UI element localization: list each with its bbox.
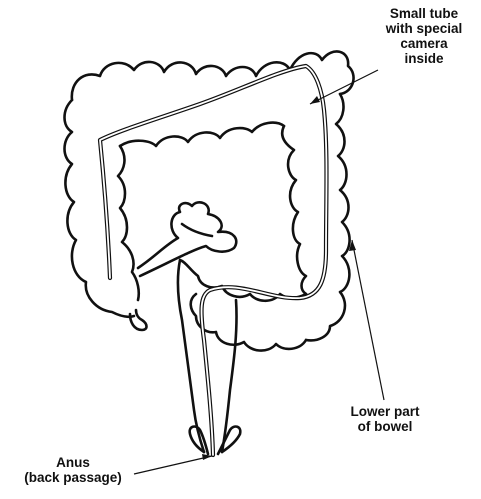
sigmoid-colon-outer [191,294,306,351]
camera-label-line3: camera [372,36,476,51]
rectum-left-wall [178,260,204,452]
small-bowel-inner-fold [182,224,212,236]
anus-label: Anus (back passage) [2,455,144,485]
anus-leader-line [134,456,212,474]
bowel-label-line1: Lower part [330,404,440,419]
anus-arrowhead [202,454,212,460]
transverse-colon-bottom [120,123,284,146]
sigmoid-colon-inner [180,260,306,301]
anus-right-lip [218,427,240,454]
camera-label-line1: Small tube [372,6,476,21]
camera-label-line2: with special [372,21,476,36]
bowel-leader-line [352,240,384,400]
camera-tube-label: Small tube with special camera inside [372,6,476,66]
transverse-colon-top [72,51,354,100]
camera-arrowhead [310,96,320,104]
bowel-label-line2: of bowel [330,419,440,434]
camera-label-line4: inside [372,51,476,66]
lower-bowel-label: Lower part of bowel [330,404,440,434]
anus-label-line1: Anus [2,455,144,470]
descending-colon-inner [282,126,306,294]
ascending-colon-inner [118,146,139,300]
anus-label-line2: (back passage) [2,470,144,485]
appendix [130,310,147,330]
